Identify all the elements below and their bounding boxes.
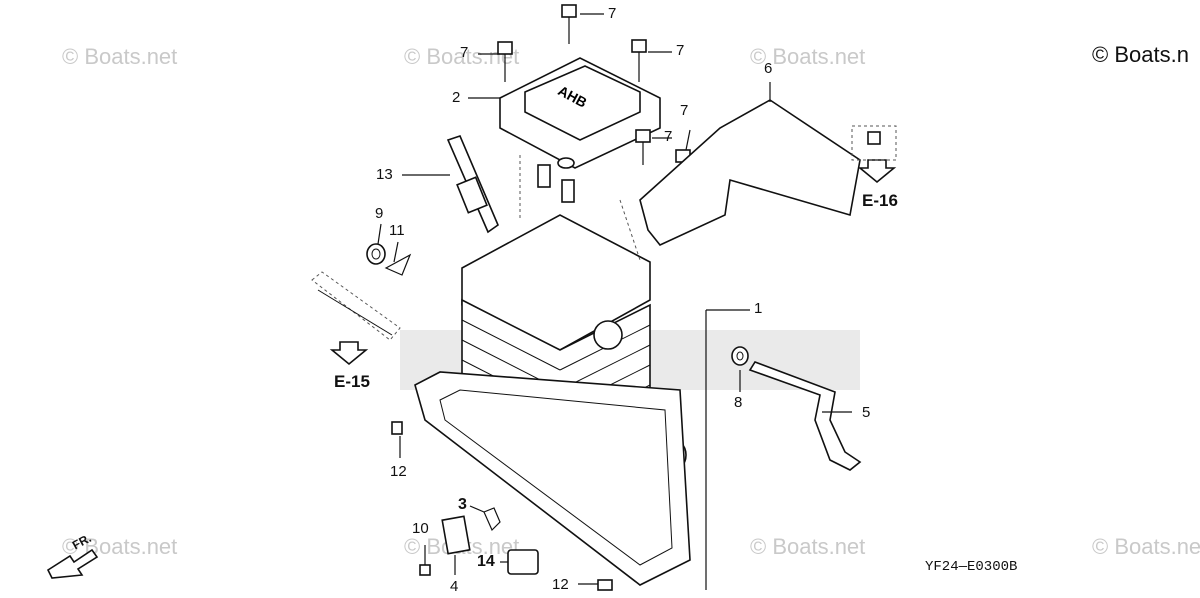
callout-7: 7 [460, 44, 469, 61]
flange-bolt[interactable] [561, 4, 577, 44]
washer[interactable] [731, 346, 749, 366]
callout-13: 13 [376, 166, 393, 183]
clip[interactable] [384, 253, 412, 276]
flange-bolt[interactable] [635, 129, 651, 165]
watermark: © Boats.net [750, 44, 866, 69]
choke-rod[interactable] [748, 361, 862, 471]
insulator-tube[interactable] [311, 271, 401, 341]
watermark: © Boats.net [62, 534, 178, 559]
copyright-text: © Boats.n [1092, 42, 1189, 67]
callout-7: 7 [608, 5, 617, 22]
callout-12: 12 [552, 576, 569, 593]
flange-bolt[interactable] [497, 41, 513, 82]
front-direction-arrow-icon [46, 548, 99, 579]
callout-7: 7 [664, 128, 673, 145]
reference-e16[interactable]: E-16 [862, 191, 898, 210]
diagram-code: YF24—E0300B [925, 559, 1018, 575]
spark-plug[interactable] [446, 135, 499, 234]
heat-shield[interactable] [639, 99, 861, 246]
callout-6: 6 [764, 60, 773, 77]
seal[interactable] [507, 549, 539, 575]
washer[interactable] [366, 243, 386, 265]
cylinder-block[interactable] [414, 214, 691, 586]
callout-7: 7 [676, 42, 685, 59]
callout-7: 7 [680, 102, 689, 119]
head-cover[interactable]: AHB [499, 57, 661, 169]
callout-9: 9 [375, 205, 384, 222]
dowel-pin[interactable] [597, 579, 613, 591]
watermark: © Boats.net [1092, 534, 1200, 559]
callout-11: 11 [389, 222, 405, 239]
flange-bolt[interactable] [631, 39, 647, 82]
callout-8: 8 [734, 394, 743, 411]
callout-3: 3 [458, 496, 467, 513]
watermark: © Boats.net [750, 534, 866, 559]
down-arrow-icon [857, 159, 897, 184]
dowel-pin[interactable] [391, 421, 403, 435]
watermark: © Boats.net [62, 44, 178, 69]
leader-lines [377, 13, 852, 590]
callout-2: 2 [452, 89, 461, 106]
valve-lifter[interactable] [537, 157, 575, 203]
bolt[interactable] [419, 545, 431, 576]
callout-4: 4 [450, 578, 459, 595]
down-arrow-icon [329, 341, 369, 366]
gasket[interactable] [483, 507, 501, 532]
bolt-e16[interactable] [851, 125, 897, 161]
callout-10: 10 [412, 520, 429, 537]
plate[interactable] [441, 515, 471, 555]
callout-14: 14 [477, 553, 495, 570]
callout-1: 1 [754, 300, 763, 317]
callout-5: 5 [862, 404, 871, 421]
reference-e15[interactable]: E-15 [334, 372, 370, 391]
callout-12: 12 [390, 463, 407, 480]
